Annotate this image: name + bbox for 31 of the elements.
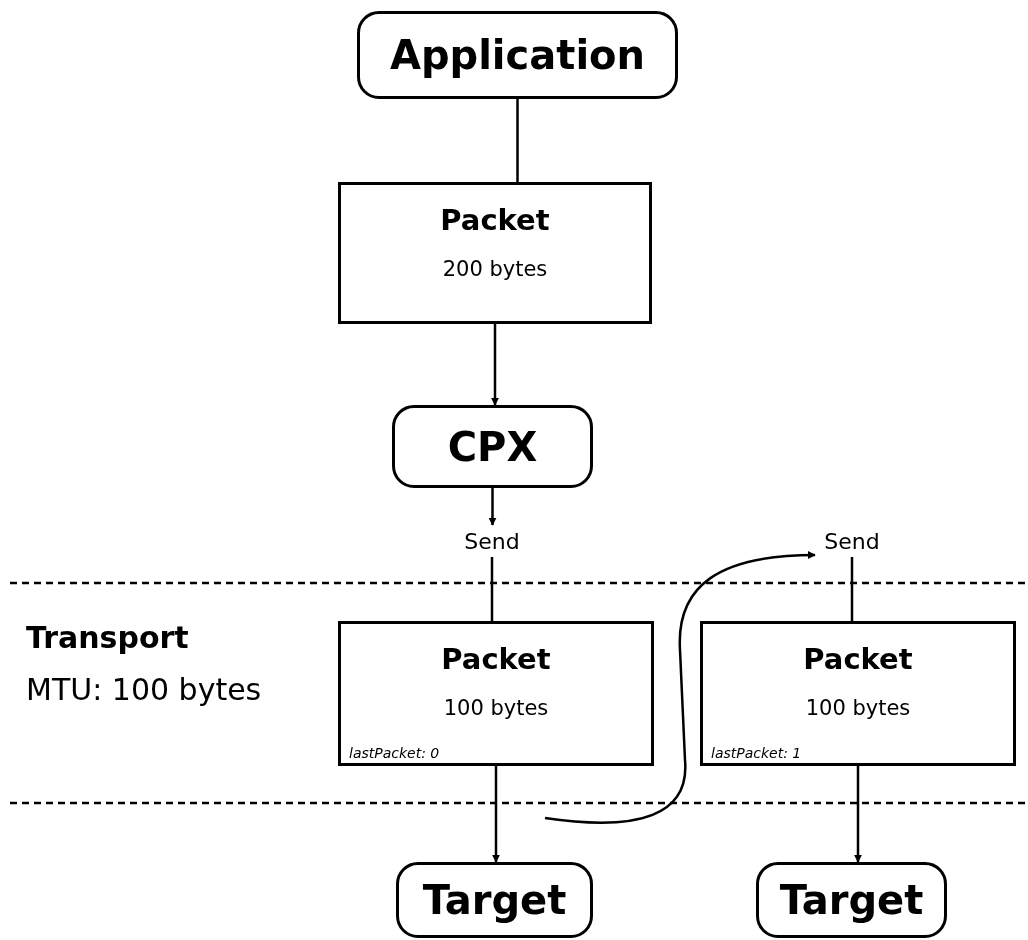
section-title: Transport (26, 620, 189, 655)
rounded-box (756, 862, 947, 938)
box-title: Packet (440, 642, 552, 676)
box-title: Target (422, 877, 567, 923)
box-title: Packet (802, 642, 914, 676)
packet-box (338, 182, 652, 324)
arrow (488, 488, 497, 526)
size-text: 200 bytes (441, 257, 549, 281)
arrow (492, 766, 500, 863)
packet-box (338, 621, 654, 766)
box-title: Packet (439, 203, 551, 237)
size-text: 100 bytes (804, 696, 912, 720)
box-title: Application (389, 32, 646, 78)
box-title: Target (779, 877, 924, 923)
arrow (544, 551, 816, 824)
arrow (491, 324, 499, 406)
connector-line (850, 557, 854, 621)
flag-text: lastPacket: 1 (711, 745, 802, 761)
connector-line (490, 557, 494, 621)
size-text: 100 bytes (442, 696, 550, 720)
rounded-box (357, 11, 678, 99)
connector-line (516, 99, 519, 182)
mtu-note: MTU: 100 bytes (26, 672, 262, 707)
box-title: CPX (447, 423, 538, 470)
arrow (854, 766, 862, 863)
packet-box (700, 621, 1016, 766)
rounded-box (392, 405, 593, 488)
rounded-box (396, 862, 593, 938)
step-label: Send (815, 525, 889, 557)
flag-text: lastPacket: 0 (349, 745, 440, 761)
step-label: Send (455, 525, 529, 557)
